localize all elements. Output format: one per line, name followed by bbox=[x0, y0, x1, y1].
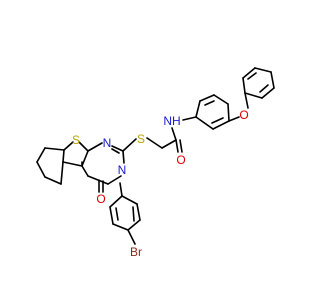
bond bbox=[122, 138, 137, 152]
bond bbox=[182, 116, 197, 121]
bond bbox=[115, 207, 119, 221]
atom-label-br: Br bbox=[130, 245, 142, 259]
bond bbox=[44, 176, 62, 185]
bond bbox=[81, 165, 89, 177]
bond bbox=[270, 71, 275, 89]
bond bbox=[227, 103, 230, 122]
bond bbox=[62, 149, 65, 163]
bond bbox=[111, 148, 120, 154]
bond bbox=[175, 139, 179, 153]
atom-label-s-thioether: S bbox=[137, 132, 145, 146]
bond bbox=[107, 175, 122, 185]
bond bbox=[254, 67, 272, 73]
bond bbox=[109, 195, 123, 208]
bond bbox=[242, 67, 256, 79]
bond bbox=[121, 195, 138, 205]
atom-label-n-ring-bottom: N bbox=[118, 163, 127, 177]
bond bbox=[244, 92, 249, 109]
atom-labels: S N N S O O NH O Br bbox=[72, 108, 249, 259]
atom-label-o-ether: O bbox=[239, 108, 248, 122]
bond bbox=[87, 175, 109, 185]
atom-label-o-carbonyl-ring: O bbox=[96, 192, 105, 206]
bond bbox=[119, 182, 123, 197]
bond bbox=[211, 117, 224, 124]
bond bbox=[179, 139, 183, 153]
bond bbox=[44, 147, 65, 151]
bond bbox=[63, 141, 74, 151]
bond bbox=[132, 206, 135, 222]
bond bbox=[111, 145, 124, 152]
bond bbox=[127, 219, 141, 231]
bond bbox=[244, 92, 263, 99]
atom-label-s-thiophene: S bbox=[72, 133, 80, 147]
bond bbox=[81, 150, 89, 167]
bond bbox=[195, 116, 214, 130]
bond bbox=[127, 229, 136, 245]
bond bbox=[228, 116, 240, 122]
bond bbox=[122, 150, 125, 164]
bond bbox=[60, 161, 64, 185]
bond bbox=[146, 137, 163, 149]
bond bbox=[112, 223, 129, 231]
atom-label-nh-amide: NH bbox=[163, 114, 180, 128]
bond bbox=[36, 161, 46, 178]
atom-label-o-amide: O bbox=[176, 153, 185, 167]
bond bbox=[136, 203, 141, 221]
bond bbox=[87, 142, 103, 152]
molecule-structure: S N N S O O NH O Br bbox=[36, 67, 275, 259]
bond bbox=[161, 139, 177, 149]
bonds bbox=[36, 67, 275, 245]
bond bbox=[199, 94, 215, 102]
bond bbox=[109, 206, 114, 225]
bond bbox=[247, 72, 257, 80]
bond bbox=[212, 120, 230, 130]
bond bbox=[62, 161, 83, 167]
bond bbox=[171, 127, 177, 141]
bond bbox=[259, 84, 269, 93]
bond bbox=[195, 100, 201, 118]
bond bbox=[242, 77, 246, 94]
bond bbox=[204, 100, 215, 106]
bond bbox=[78, 141, 89, 152]
atom-label-n-ring-top: N bbox=[103, 136, 112, 150]
bond bbox=[213, 94, 229, 105]
bond bbox=[261, 87, 275, 99]
bond bbox=[36, 147, 46, 163]
